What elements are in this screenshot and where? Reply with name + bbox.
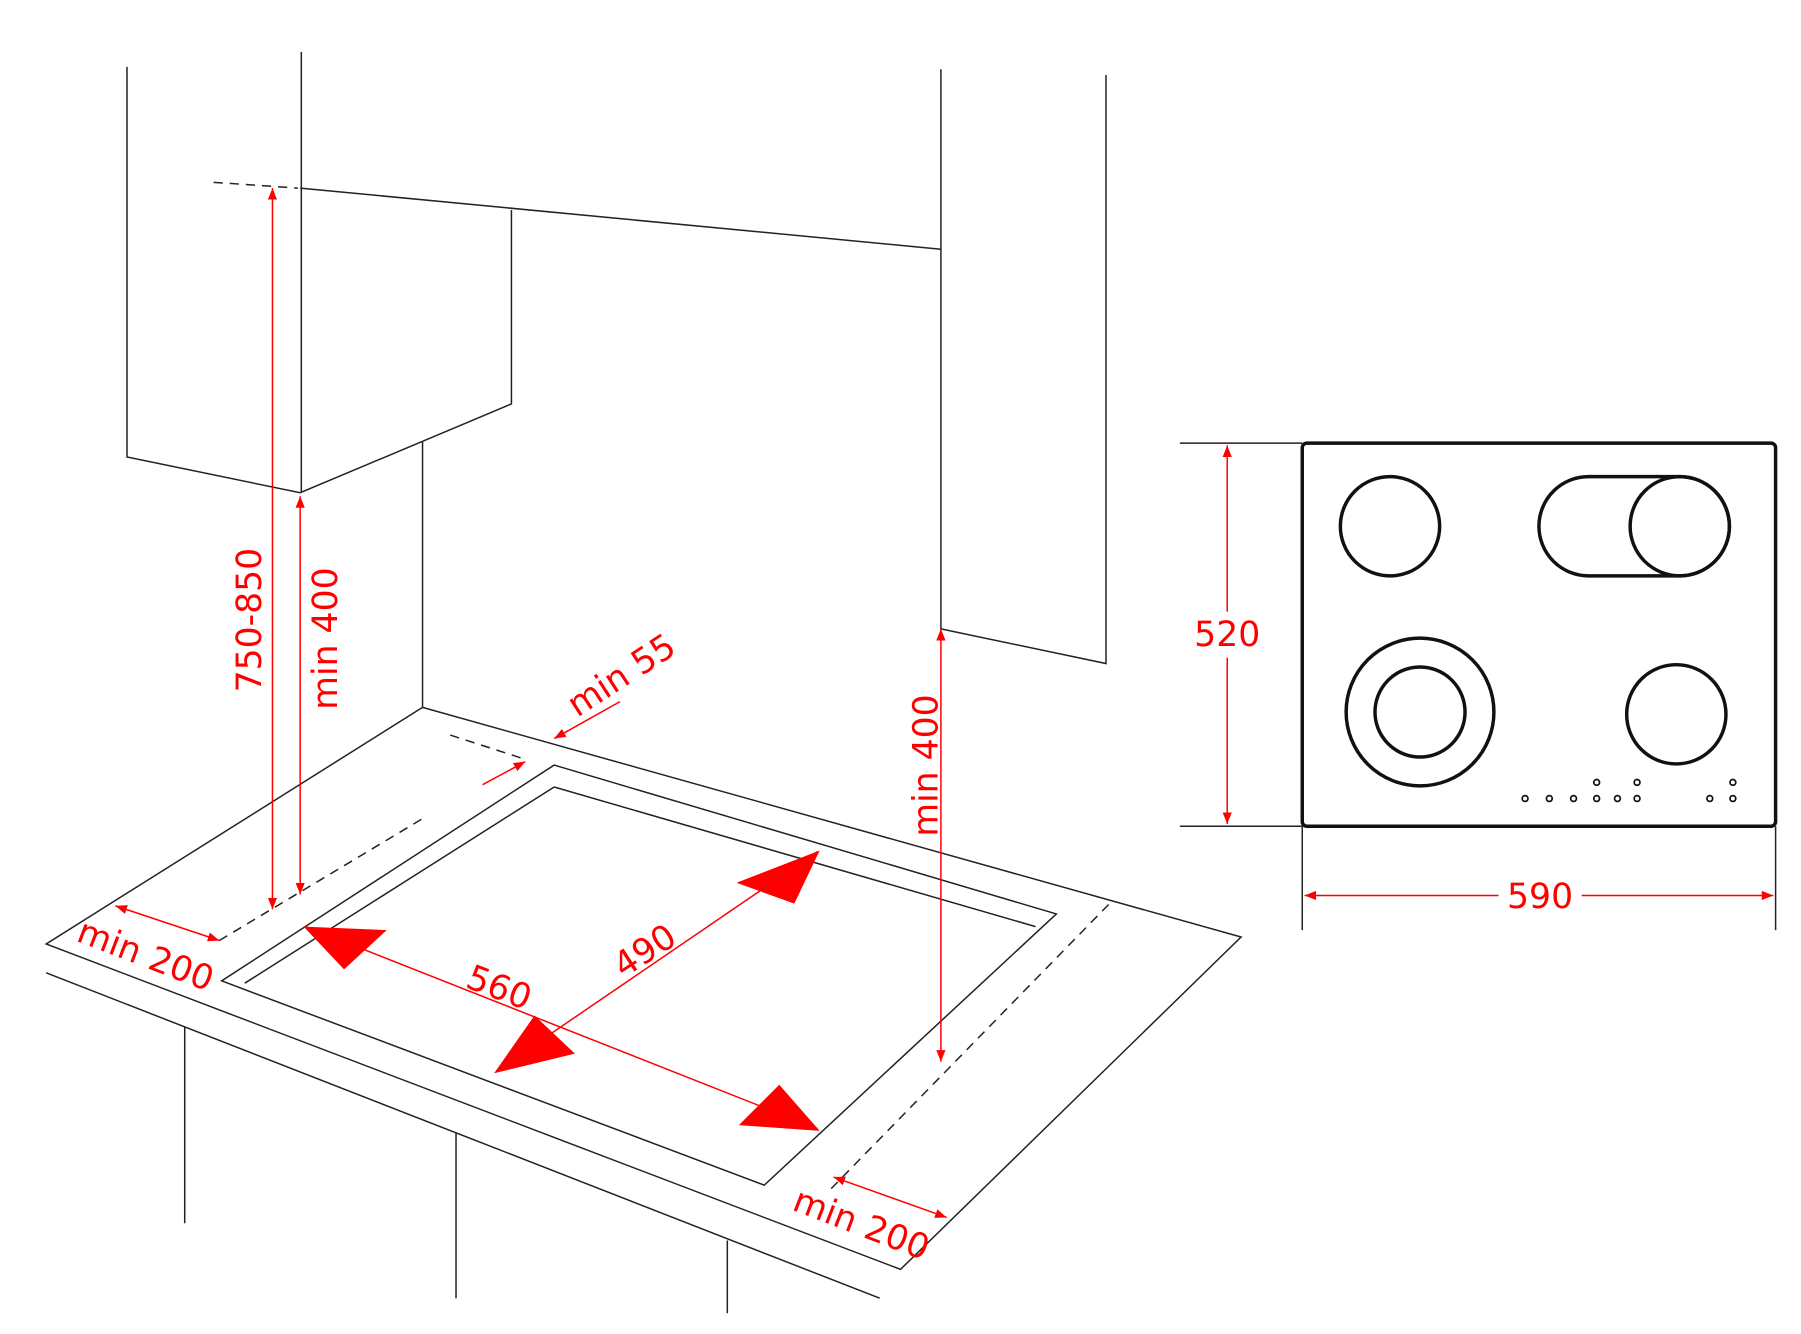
oval-zone-icon: [1537, 474, 1732, 578]
min-hood-left-label: min 400: [306, 567, 346, 709]
cutout-depth-label: 490: [607, 917, 684, 987]
cutout-width-label: 560: [461, 958, 537, 1019]
burner-icon: [1624, 662, 1728, 766]
hob-top-view: 520 590: [1179, 441, 1778, 931]
dimension-lines: [115, 188, 947, 1219]
min-left-label: min 200: [72, 912, 219, 1000]
touch-controls: [1521, 778, 1737, 803]
min-back-label: min 55: [560, 626, 683, 725]
min-right-label: min 200: [788, 1180, 935, 1268]
kitchen-lines: [44, 51, 1243, 1314]
burner-icon: [1338, 474, 1442, 578]
dual-zone-icon: [1344, 636, 1496, 788]
hob-width-label: 590: [1507, 877, 1573, 917]
height-range-label: 750-850: [230, 548, 270, 693]
hob-height-label: 520: [1194, 615, 1260, 655]
dimension-labels: 750-850 min 400 min 400 min 55 min 200 m…: [72, 548, 947, 1269]
min-side-right-label: min 400: [906, 694, 946, 836]
